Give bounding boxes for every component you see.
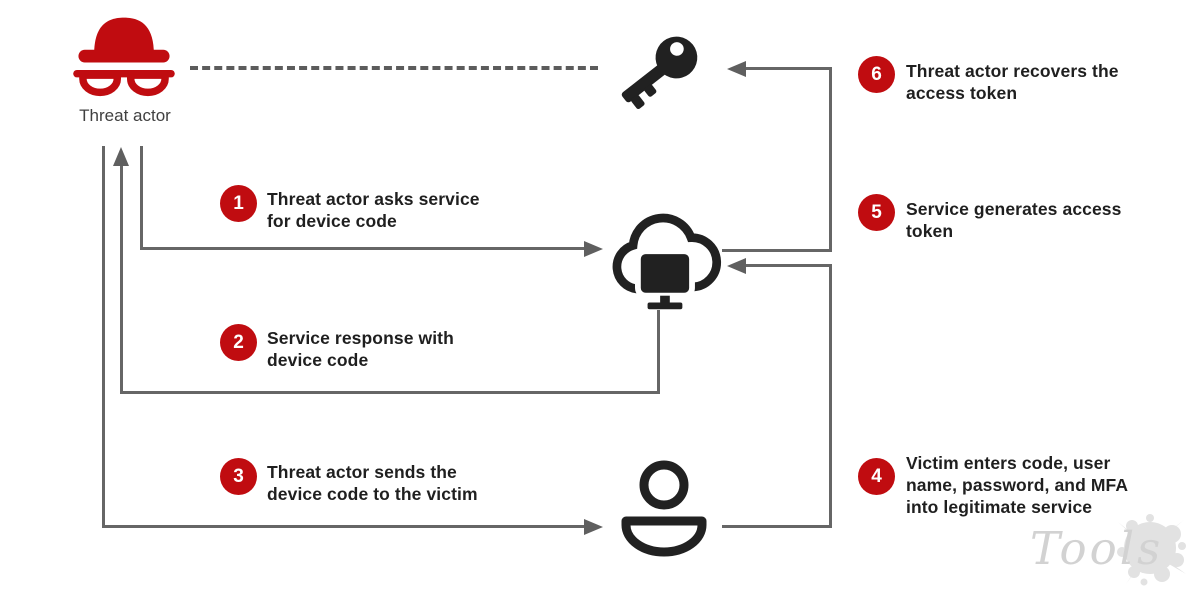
step-2-badge: 2 [220,324,257,361]
step-6-text: Threat actor recovers the access token [906,61,1119,103]
step-3-number: 3 [233,465,244,487]
step-4-badge: 4 [858,458,895,495]
flow-line-step4-horizontal-top [745,264,832,267]
flow-line-step2-vertical-right [657,310,660,394]
step-2-number: 2 [233,331,244,353]
flow-line-step4-horizontal-bottom [722,525,832,528]
arrowhead-step1-into-service [584,241,603,257]
person-icon [612,458,716,560]
paint-splatter-icon [1117,514,1186,586]
flow-line-step1-vertical [140,146,143,250]
step-2-text: Service response with device code [267,328,454,370]
step-4-text: Victim enters code, user name, password,… [906,453,1129,517]
flow-line-step5-vertical [829,68,832,252]
cloud-computer-icon [606,203,722,313]
flow-line-step4-vertical [829,265,832,528]
step-6-number: 6 [871,63,882,85]
arrowhead-step3-into-victim [584,519,603,535]
flow-line-step1-horizontal [140,247,586,250]
flow-line-step6-horizontal-top [745,67,832,70]
step-5-text: Service generates access token [906,199,1122,241]
watermark-text: Tools [1030,522,1164,575]
step-5-badge: 5 [858,194,895,231]
step-1-badge: 1 [220,185,257,222]
flow-line-step2-vertical-left [120,164,123,394]
step-1-number: 1 [233,192,244,214]
flow-line-step2-horizontal [120,391,660,394]
step-3-badge: 3 [220,458,257,495]
flow-line-step5-horizontal-bottom [722,249,832,252]
step-6-badge: 6 [858,56,895,93]
threat-actor-label: Threat actor [79,106,171,125]
step-1-text: Threat actor asks service for device cod… [267,189,480,231]
step-5-number: 5 [871,201,882,223]
key-icon [606,24,720,114]
arrowhead-step6-into-key [727,61,746,77]
flow-line-step3-horizontal [102,525,586,528]
step-4-number: 4 [871,465,882,487]
tools-watermark: Tools [1022,512,1187,592]
spy-hat-glasses-icon [68,12,180,104]
arrowhead-step2-into-threat-actor [113,147,129,166]
dashed-line-threat-actor-to-key [190,66,598,70]
arrowhead-step4-into-service [727,258,746,274]
flow-line-step3-vertical [102,146,105,528]
step-3-text: Threat actor sends the device code to th… [267,462,478,504]
